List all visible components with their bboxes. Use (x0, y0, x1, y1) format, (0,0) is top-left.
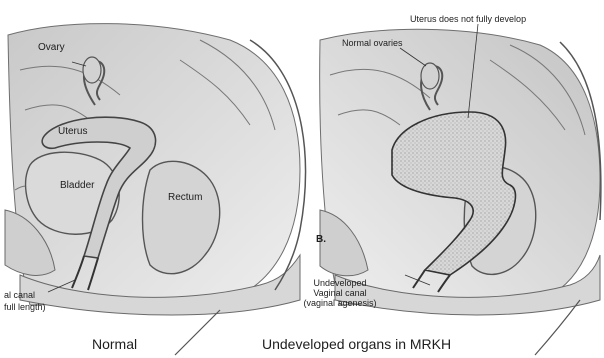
normal-ovary-shape (421, 63, 439, 89)
uterus-label: Uterus (58, 126, 87, 137)
undeveloped-label-line3: (vaginal agenesis) (282, 298, 398, 308)
vaginal-canal-label-line2: full length) (4, 302, 46, 312)
uterus-note-label: Uterus does not fully develop (410, 14, 526, 24)
bladder-label: Bladder (60, 180, 94, 191)
mrkh-caption: Undeveloped organs in MRKH (262, 336, 451, 352)
normal-anatomy-panel (5, 24, 306, 355)
vaginal-canal-label-line1: al canal (4, 290, 35, 300)
lower-body-contour (175, 310, 220, 355)
normal-caption: Normal (92, 336, 137, 352)
normal-ovaries-label: Normal ovaries (342, 38, 403, 48)
panel-letter-b: B. (316, 234, 326, 245)
ovary-label: Ovary (38, 42, 65, 53)
rectum-label: Rectum (168, 192, 202, 203)
undeveloped-label-line2: Vaginal canal (282, 288, 398, 298)
ovary-shape (83, 57, 101, 83)
undeveloped-vaginal-canal-label: Undeveloped Vaginal canal (vaginal agene… (282, 278, 398, 308)
undeveloped-label-line1: Undeveloped (282, 278, 398, 288)
